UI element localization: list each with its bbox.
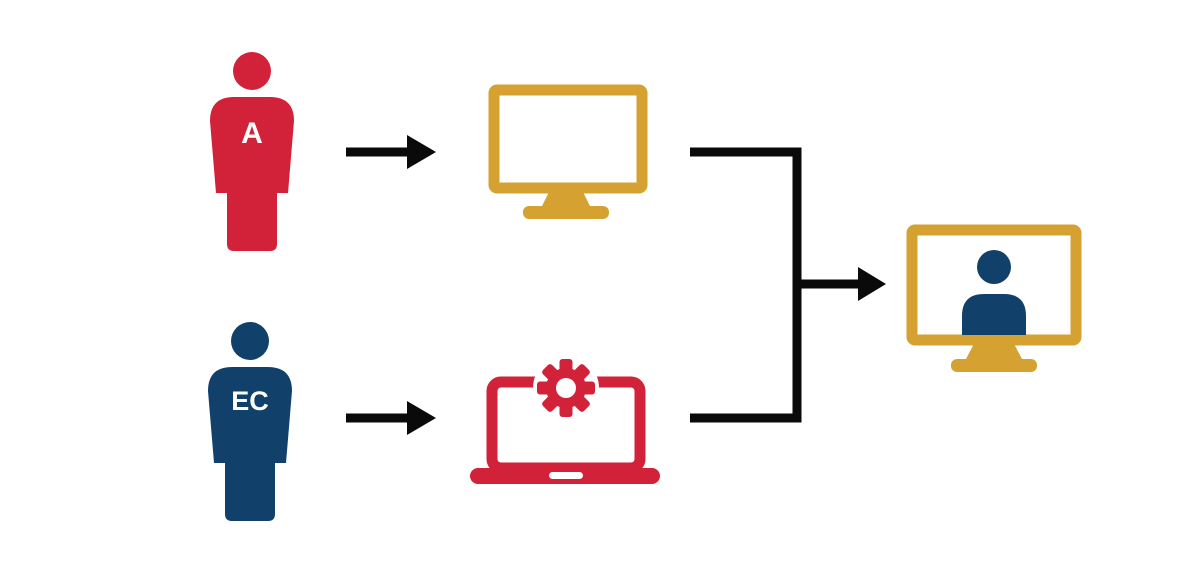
video-monitor-base [951,359,1037,372]
person-silhouette-icon [962,250,1026,335]
person-a-body [210,97,294,251]
silhouette-shoulders [962,294,1026,335]
monitor-icon [488,84,648,219]
arrow-a-to-monitor-icon [346,135,436,169]
person-a-icon [210,52,294,251]
video-monitor-stand [966,340,1022,359]
arrow-ec-to-laptop-icon [346,401,436,435]
person-ec-icon [208,322,292,521]
connector-bracket [690,147,802,423]
gear-hole [556,378,576,398]
monitor-stand [542,188,590,206]
person-ec-label: EC [231,386,269,416]
arrow-to-output-icon [793,267,886,301]
arrow-ec-head [407,401,436,435]
arrow-a-head [407,135,436,169]
monitor-person-icon [906,224,1082,372]
laptop-gear-icon [470,355,660,484]
gear-icon [537,359,595,417]
person-ec-body [208,367,292,521]
person-a-label: A [241,117,263,150]
monitor-base [523,206,609,219]
laptop-base-notch [549,472,583,479]
arrow-output-head [858,267,886,301]
silhouette-head [977,250,1011,284]
monitor-screen [488,84,648,194]
bracket-line [690,147,802,423]
person-ec-head [231,322,269,360]
person-a-head [233,52,271,90]
